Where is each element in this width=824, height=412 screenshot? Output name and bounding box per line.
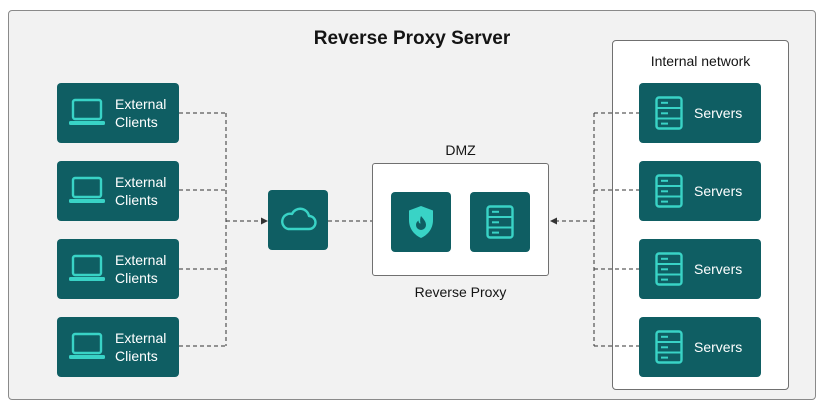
external-client-node: External Clients	[57, 317, 179, 377]
laptop-icon	[69, 98, 105, 125]
internal-network-label: Internal network	[650, 53, 751, 69]
external-client-label: External Clients	[115, 96, 167, 130]
server-icon	[655, 174, 683, 208]
internal-server-label: Servers	[694, 183, 743, 199]
internal-server-label: Servers	[694, 339, 743, 355]
external-client-label: External Clients	[115, 174, 167, 208]
server-icon	[486, 205, 514, 239]
shield-firewall-icon	[409, 206, 433, 238]
internal-server-node: Servers	[639, 83, 761, 143]
reverse-proxy-server-node	[470, 192, 530, 252]
server-icon	[655, 330, 683, 364]
external-client-node: External Clients	[57, 83, 179, 143]
cloud-icon	[281, 207, 317, 231]
diagram-title: Reverse Proxy Server	[313, 28, 511, 49]
server-icon	[655, 252, 683, 286]
external-client-node: External Clients	[57, 161, 179, 221]
laptop-icon	[69, 332, 105, 359]
server-icon	[655, 96, 683, 130]
reverse-proxy-label: Reverse Proxy	[414, 284, 507, 300]
external-client-label: External Clients	[115, 330, 167, 364]
internal-server-label: Servers	[694, 105, 743, 121]
dmz-label: DMZ	[445, 142, 476, 158]
laptop-icon	[69, 176, 105, 203]
laptop-icon	[69, 254, 105, 281]
internal-server-node: Servers	[639, 239, 761, 299]
arrowhead-to-dmz	[550, 217, 557, 225]
internal-server-label: Servers	[694, 261, 743, 277]
external-client-node: External Clients	[57, 239, 179, 299]
internal-server-node: Servers	[639, 317, 761, 377]
firewall-node	[391, 192, 451, 252]
internal-server-node: Servers	[639, 161, 761, 221]
arrowhead-to-cloud	[261, 217, 268, 225]
external-client-label: External Clients	[115, 252, 167, 286]
internet-node	[268, 190, 328, 250]
